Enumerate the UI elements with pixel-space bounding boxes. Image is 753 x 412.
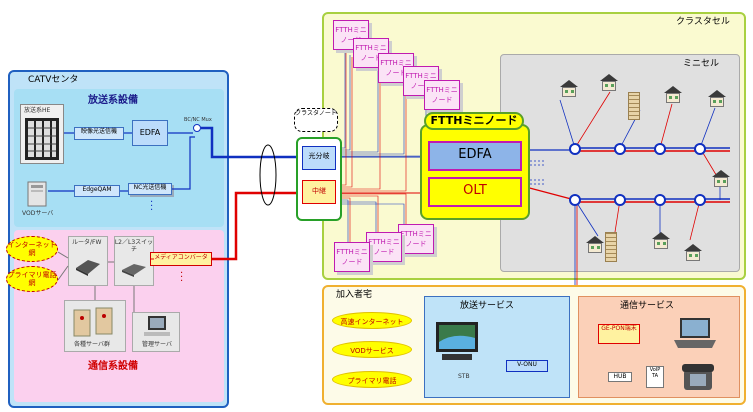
relay-label: 中継 — [312, 187, 326, 195]
router-icon — [76, 260, 100, 276]
media-converter-label: メディアコンバータ — [154, 254, 208, 261]
server-group-icon — [73, 307, 113, 337]
rack-icon — [25, 118, 59, 160]
tap-node — [654, 143, 666, 155]
voip-ta-box — [646, 366, 664, 388]
nc-optical-tx-label: NC光送信機 — [133, 184, 167, 191]
apartment-building-icon — [628, 92, 640, 120]
internet-network-cloud: インターネット網 — [6, 236, 58, 262]
tap-node — [654, 194, 666, 206]
ftth-mini-node: FTTHミニノード — [353, 38, 389, 68]
service-badge: VODサービス — [332, 341, 412, 358]
ftth-mininode-title: FTTHミニノード — [430, 114, 518, 127]
tap-node — [694, 143, 706, 155]
house-icon — [708, 90, 726, 108]
broadcast-he-label: 放送系HE — [24, 107, 51, 114]
router-fw-label: ルータ/FW — [72, 239, 102, 246]
l2-l3-switch-label: L2／L3スイッチ — [114, 239, 154, 253]
olt-node-box — [428, 177, 522, 207]
optical-splitter-box — [302, 146, 336, 170]
house-icon — [560, 80, 578, 98]
ftth-mini-node: FTTHミニノード — [366, 232, 402, 262]
broadcast-equipment-title: 放送系設備 — [88, 95, 138, 106]
house-icon — [664, 86, 682, 104]
nc-optical-tx-box — [128, 183, 172, 195]
primary-phone-network-label: プライマリ電話網 — [7, 271, 57, 287]
edfa-center-box — [132, 120, 168, 146]
house-icon — [652, 232, 670, 250]
ge-pon-terminal-label: GE-PON端末 — [601, 325, 637, 332]
cluster-node-label: クラスタノード — [295, 110, 337, 117]
olt-node-label: OLT — [463, 183, 487, 198]
tap-node — [569, 143, 581, 155]
media-converter-more-dots: ··· — [180, 268, 184, 287]
ftth-mini-node: FTTHミニノード — [424, 80, 460, 110]
ge-pon-terminal-box — [598, 324, 640, 344]
vod-server-label: VODサーバ — [22, 210, 54, 217]
apartment-building-icon — [605, 232, 617, 262]
comm-service-title: 通信サービス — [620, 301, 675, 311]
ftth-mininode-title-box — [424, 112, 524, 130]
video-optical-tx-box — [74, 127, 124, 140]
tap-node — [694, 194, 706, 206]
video-optical-tx-label: 映像光送信機 — [80, 128, 117, 135]
ftth-mini-node: FTTHミニノード — [398, 224, 434, 254]
edfa-node-label: EDFA — [458, 147, 492, 162]
stb-label: STB — [458, 373, 470, 380]
hub-box — [608, 372, 632, 382]
mux-circle — [193, 124, 201, 132]
server-group-label: 各種サーバ群 — [74, 341, 110, 348]
cluster-cell-title: クラスタセル — [676, 17, 730, 27]
mgmt-server-icon — [144, 316, 170, 336]
broadcast-service-title: 放送サービス — [460, 301, 515, 311]
edge-qam-label: EdgeQAM — [82, 186, 112, 193]
vod-server-icon — [27, 181, 47, 207]
mini-cell-title: ミニセル — [683, 59, 720, 69]
subscriber-title: 加入者宅 — [336, 290, 373, 300]
edfa-node-box — [428, 141, 522, 171]
nc-tx-more-dots: ··· — [150, 197, 154, 216]
mini-cell-area — [500, 54, 740, 272]
switch-box — [114, 236, 154, 286]
house-icon — [712, 170, 730, 188]
switch-icon — [122, 264, 146, 277]
laptop-icon — [674, 318, 716, 348]
house-icon — [600, 74, 618, 92]
service-badge: プライマリ電話 — [332, 371, 412, 388]
primary-phone-network-cloud: プライマリ電話網 — [6, 266, 58, 292]
hub-label: HUB — [613, 373, 627, 380]
server-group-box — [64, 300, 126, 352]
tap-node — [614, 194, 626, 206]
phone-icon — [682, 364, 714, 390]
tv-icon — [436, 322, 478, 360]
internet-network-label: インターネット網 — [7, 241, 57, 257]
v-onu-label: V-ONU — [517, 361, 537, 368]
relay-box — [302, 180, 336, 204]
comm-equipment-title: 通信系設備 — [88, 361, 138, 372]
voip-ta-label: VoIP TA — [649, 367, 661, 379]
catv-center-title: CATVセンタ — [28, 75, 79, 85]
ftth-mini-node: FTTHミニノード — [334, 242, 370, 272]
cluster-node-dashed — [294, 108, 338, 132]
edge-qam-box — [74, 185, 120, 197]
tap-node — [569, 194, 581, 206]
house-icon — [586, 236, 604, 254]
v-onu-box — [506, 360, 548, 372]
bc-nc-mux-label: BC/NC Mux — [184, 117, 212, 123]
edfa-center-label: EDFA — [139, 128, 161, 137]
optical-splitter-label: 光分岐 — [308, 152, 330, 160]
service-badge: 高速インターネット — [332, 312, 412, 329]
house-icon — [684, 244, 702, 262]
tap-node — [614, 143, 626, 155]
mgmt-server-label: 管理サーバ — [142, 341, 172, 348]
